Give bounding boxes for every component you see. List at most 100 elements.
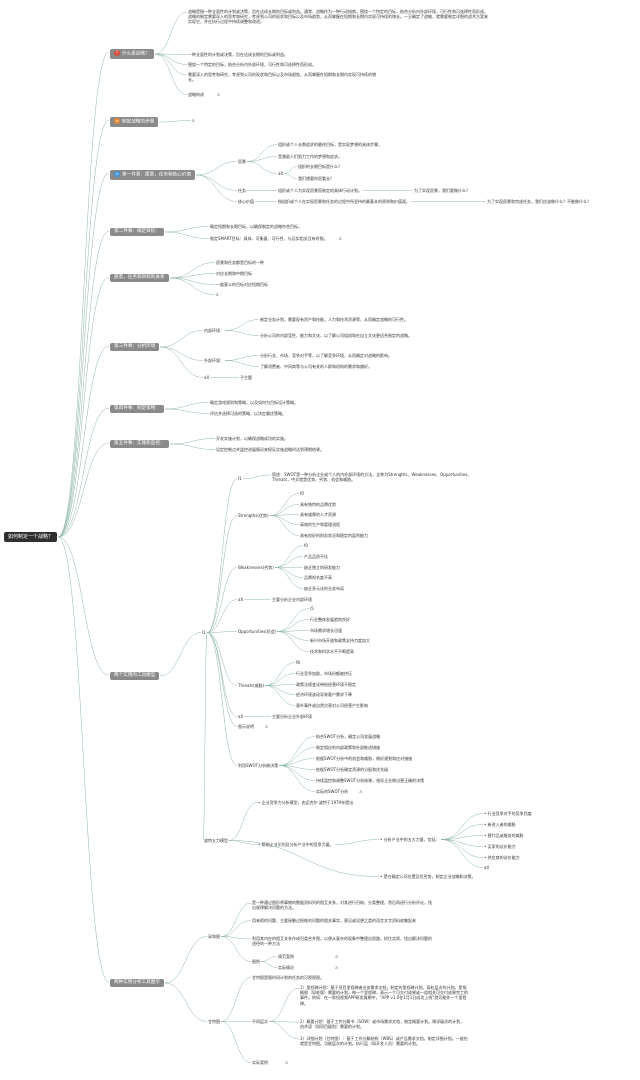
connector-vision-ax [246, 161, 278, 174]
question-icon: ? [114, 50, 120, 56]
topic-relation[interactable]: 愿景，任务和目标的关系 [110, 274, 169, 282]
connector-topic-step4 [57, 407, 110, 538]
connector-internal-2 [224, 330, 260, 336]
core-1: 指组织或个人在实现愿景和任务的过程中所坚持的最基本的原则和价值观。 [278, 199, 410, 204]
internal-1: 制定业务计划，需要现有资产和技能，人力和技术资源等，从而确定战略的可行性。 [260, 317, 408, 322]
connector-internal-env [159, 330, 204, 348]
external-ax: aX [238, 714, 244, 719]
connector-ff-ax [440, 839, 484, 868]
connector-ff-4 [228, 840, 380, 877]
topic-step1-label: 第一件事：愿景，任务和核心价值 [122, 172, 191, 178]
threat-1: 行业竞争加剧，市场份额被挤压 [296, 671, 352, 676]
example-label: 图示说明 a [238, 724, 268, 729]
decision-5: 持续监控和调整SWOT分析结果，指导企业做出更正确的决策 [316, 778, 425, 783]
topic-step1[interactable]: ◎第一件事：愿景，任务和核心价值 [110, 170, 195, 180]
topic-steps[interactable]: ≡制定战略的步骤 [110, 117, 159, 127]
connector-threat-1 [264, 673, 296, 686]
topic-step3[interactable]: 第三件事：分析环境 [110, 343, 160, 351]
topic-step4[interactable]: 第四件事：制定策略： [110, 405, 164, 413]
opportunity-1: 行业整体发展趋势良好 [310, 617, 350, 622]
ff-1: • 企业竞争力分析模型，由迈克尔·波特于1979年提出 [258, 800, 354, 805]
connector-topic-what [57, 51, 110, 538]
connector-gantt-level-2 [268, 1021, 300, 1023]
topic-what[interactable]: ?什么是战略？ [110, 49, 154, 59]
weakness-4: 缺乏多元化的业务布局 [304, 586, 344, 591]
ff-2: • 帮助企业识别及分析产业中的竞争力量。 [258, 842, 334, 847]
threat-4: 意外事件或自然灾害对公司经营产生影响 [296, 703, 368, 708]
decision-4: 依据SWOT分析确定资源的分配和优先级 [316, 767, 389, 772]
opportunity-4: 技术和科学水平不断提高 [310, 649, 354, 654]
connector-affinity-3 [220, 936, 252, 940]
strategy-2: 评估并选择可选的策略，以决定最优策略。 [210, 411, 286, 416]
connector-strength-4 [269, 515, 300, 536]
strengths-tag: f0 [300, 491, 304, 496]
connector-implement-2 [169, 443, 216, 450]
topic-tools[interactable]: 两个实用的工具模型 [110, 672, 160, 680]
connector-affinity-legend [220, 936, 252, 962]
connector-ff-1 [228, 802, 258, 841]
connector-affinity-1 [220, 902, 252, 937]
connector-core-values [195, 174, 238, 202]
internal-2: 分析公司的内部竞性、能力和文化，以了解公司组成和在自立文化更适合制定的战略。 [260, 333, 412, 338]
what-point-1: 一种全面性的计划或决策，旨在达成长期的目标或利益。 [188, 52, 288, 57]
what-point-3: 需要深入的思考和研究，考虑到公司的现状和目标以及市场趋势，从而掌握在短期和长期内… [188, 72, 376, 83]
connector-internal-1 [224, 319, 260, 331]
gantt-level-3: 3）详细计划（甘特图）：基于工作分解结构（WBS）或产品需求文档，制定详细计划。… [300, 1036, 468, 1047]
rel-2: 对应长期和中期目标 [216, 271, 252, 276]
connector-threats [206, 632, 238, 686]
connector-decision-3 [278, 758, 316, 766]
mission-2: 为了实现愿景，我们要做什么？ [414, 188, 470, 193]
ff-3-1: • 行业竞争对手的竞争烈度 [484, 811, 532, 816]
five-forces: 波特五力模型 [204, 838, 228, 843]
connector-tools-branch [159, 632, 202, 677]
root-topic[interactable]: 如何制定一个战略？ [4, 532, 58, 542]
connector-topic-steps [57, 119, 110, 538]
implement-1: 开发实施计划，以确保战略成功的实施。 [216, 436, 288, 441]
steps-tail: a [192, 118, 195, 123]
decision-6: 实际的SWOT分析 a [316, 789, 362, 794]
connector-example-label [206, 632, 238, 727]
weakness-2: 缺乏独立的研发能力 [304, 565, 340, 570]
core-values: 核心价值 [238, 199, 254, 204]
external-1: 分析行业、市场、竞争对手等，以了解竞争环境，从而确定对战略的影响。 [260, 353, 392, 358]
list-icon: ≡ [114, 118, 120, 124]
connector-opportunities [206, 631, 238, 633]
connector-weakness-4 [274, 567, 304, 589]
topic-steps-label: 制定战略的步骤 [122, 119, 155, 125]
what-structure: 战略构成 a [188, 92, 220, 97]
connector-env-ax [159, 346, 204, 378]
external-env: 外部环境： [204, 358, 224, 363]
env-ax: aX [204, 375, 210, 380]
threat-3: 经济环境波动导致客户需求下降 [296, 692, 352, 697]
topic-step5[interactable]: 第五件事：实施和监控： [110, 440, 169, 448]
connector-vision [195, 161, 238, 176]
strategy-1: 确定游戏规则和策略，以及如何为目标设计策略。 [210, 400, 298, 405]
connector-gantt-chart [164, 982, 208, 1022]
connector-what-definition [154, 11, 188, 55]
connector-opportunity-3 [276, 631, 310, 641]
ff-3-5: • 供应商的议价能力 [484, 855, 520, 860]
connector-strengths-tag [269, 493, 300, 516]
connector-opportunity-1 [276, 619, 310, 632]
connector-affinity-2 [220, 920, 252, 937]
swot-branch: I1 [238, 476, 242, 481]
topic-step2[interactable]: 第二件事：确定目标： [110, 228, 164, 236]
connector-vision-4 [283, 173, 298, 179]
what-point-2: 围绕一个特定的目标，结合分析内外部环境，可行性和可选择性而形成。 [188, 62, 316, 67]
topic-methods[interactable]: 两种实用分析工具图示 [110, 979, 164, 987]
connector-weakness-3 [274, 567, 304, 578]
swot-definition: 简述：SWOT是一种分析企业或个人的内外部环境的方法，全称为Strengths、… [272, 472, 472, 483]
vision-1: 组织或个人长期追求的最终目标，是实现梦想的具体步骤。 [278, 142, 382, 147]
connector-strength-1 [269, 504, 300, 516]
connector-rel-1 [169, 262, 216, 279]
gantt-case: 实际案例 a [252, 1060, 288, 1065]
rel-1: 愿景和任务都是目标的一种 [216, 260, 264, 265]
connector-topic-step1 [57, 172, 110, 538]
connector-strengths [206, 515, 238, 633]
ff-3-3: • 替代品或服务的威胁 [484, 833, 524, 838]
swot-decision: 利用SWOT分析做决策 [238, 763, 279, 768]
gantt-levels: 不同层次 [252, 1019, 268, 1024]
opportunities: Opportunities(机会) [238, 629, 277, 634]
connector-ff-3-5 [440, 839, 484, 858]
connector-rel-3 [169, 277, 216, 285]
